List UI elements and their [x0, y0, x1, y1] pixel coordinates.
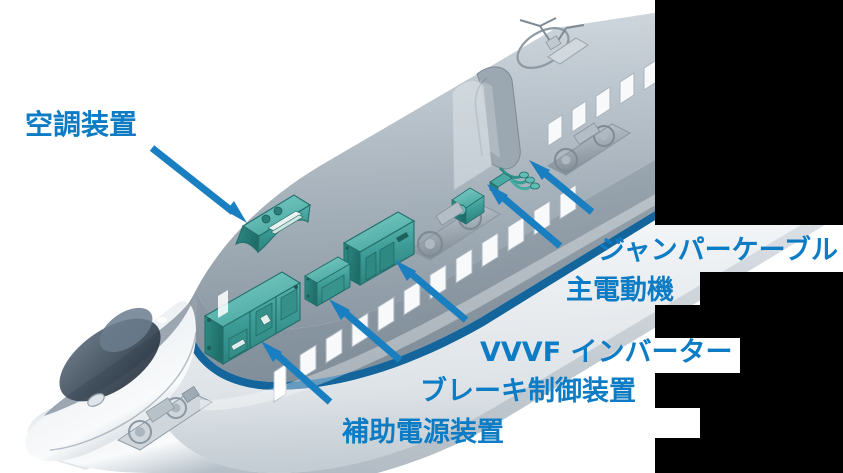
arrow-auxiliary-power-unit — [261, 341, 333, 405]
arrow-air-conditioner — [149, 145, 247, 223]
front-bogie — [116, 385, 214, 451]
mid-bogie-traction-motor — [408, 187, 502, 261]
inter-car-gangway — [451, 66, 521, 191]
auxiliary-power-box — [203, 271, 302, 365]
label-main-traction-motor: 主電動機 — [566, 275, 674, 306]
rear-bogie — [546, 122, 632, 176]
arrow-jumper-cable — [529, 160, 595, 215]
vvvf-inverter-box — [342, 211, 416, 286]
pantograph — [516, 17, 589, 70]
jumper-cable-bundle — [489, 166, 540, 196]
arrow-vvvf-inverter — [395, 260, 469, 323]
train-car-body — [25, 6, 843, 473]
filler-block-5 — [655, 373, 843, 408]
air-conditioner-box — [234, 194, 312, 254]
label-jumper-cable: ジャンパーケーブル — [598, 235, 839, 266]
filler-block-4 — [740, 338, 843, 373]
filler-block-1 — [655, 0, 843, 225]
filler-block-6 — [700, 408, 843, 438]
filler-block-2 — [700, 272, 843, 305]
filler-block-7 — [655, 438, 843, 473]
annotation-arrows — [149, 145, 595, 405]
brake-control-box — [304, 256, 351, 307]
arrow-main-traction-motor — [487, 184, 563, 249]
label-brake-control-unit: ブレーキ制御装置 — [420, 376, 636, 407]
filler-block-3 — [655, 305, 843, 338]
label-air-conditioner: 空調装置 — [25, 108, 138, 141]
rear-car-section — [547, 58, 659, 147]
label-auxiliary-power-unit: 補助電源装置 — [342, 417, 504, 448]
label-vvvf-inverter: VVVF インバーター — [480, 337, 733, 368]
arrow-brake-control-unit — [329, 299, 403, 363]
